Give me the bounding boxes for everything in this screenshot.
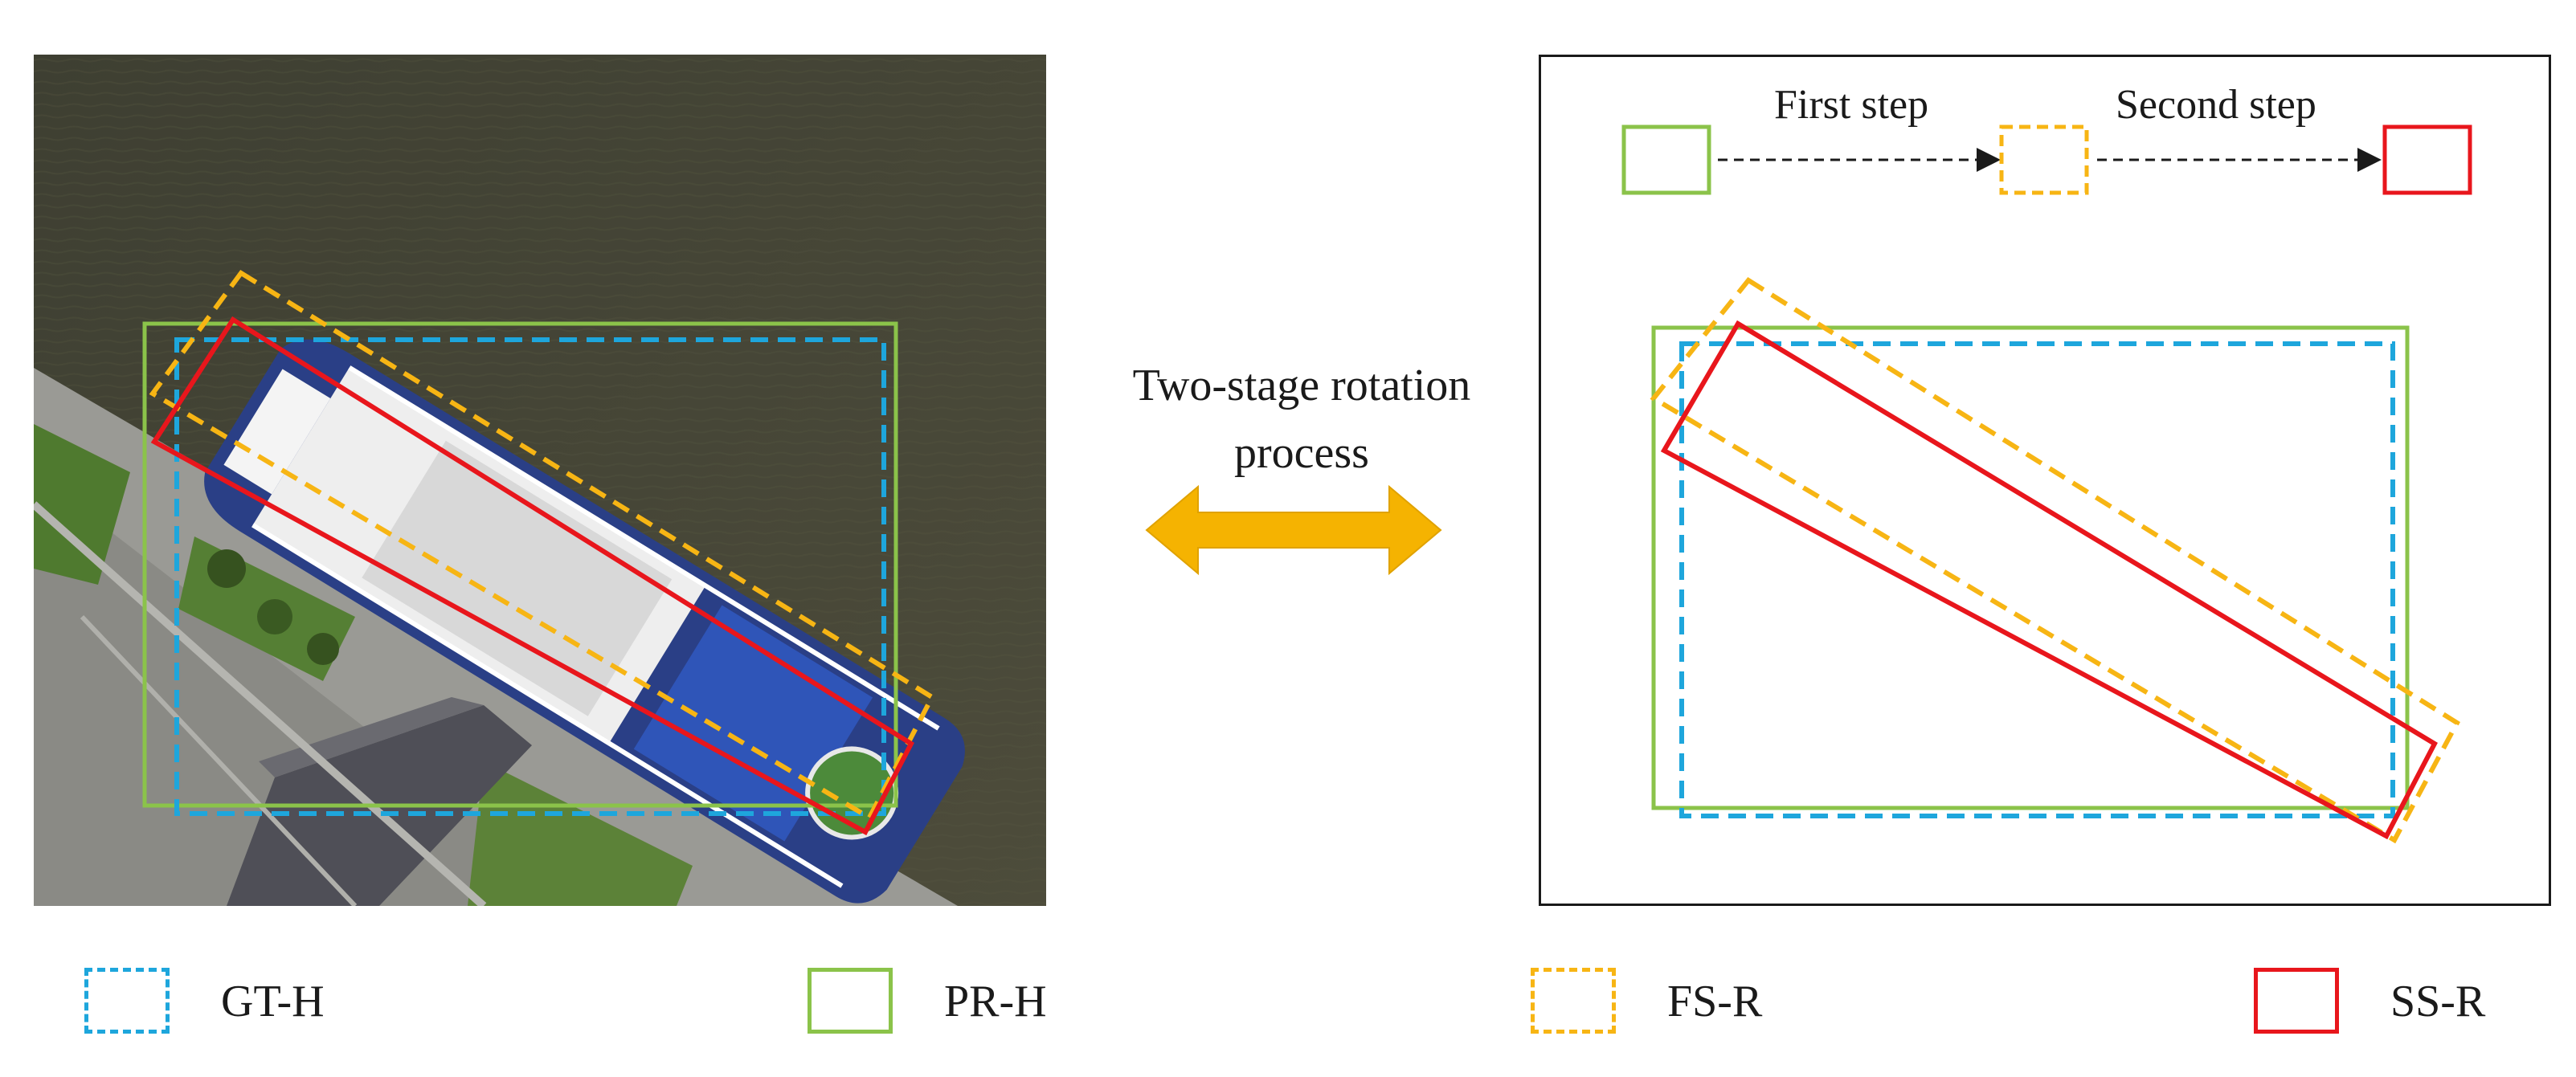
legend-fs-r-swatch — [1531, 968, 1616, 1034]
legend-ss-r-swatch — [2254, 968, 2339, 1034]
aerial-ship-image — [34, 55, 1046, 906]
first-step-label: First step — [1774, 82, 1929, 128]
legend-gt-h: GT-H — [84, 968, 325, 1040]
pr-h-box — [142, 321, 898, 808]
double-arrow-icon — [1145, 484, 1442, 576]
schematic-pr-h-box — [1651, 325, 2410, 810]
rotation-process-label: Two-stage rotation process — [1093, 352, 1511, 487]
schematic-ss-r-box — [1660, 320, 2438, 840]
gt-h-box — [174, 337, 886, 816]
schematic-fs-r-box — [1650, 277, 2460, 844]
grass-area — [34, 424, 130, 585]
legend-ss-r-label: SS-R — [2390, 977, 2486, 1026]
rotation-process-line-2: process — [1234, 428, 1369, 478]
step-red-box — [2382, 124, 2472, 195]
legend-pr-h-label: PR-H — [944, 977, 1047, 1026]
ss-r-box — [150, 316, 914, 836]
legend-fs-r: FS-R — [1531, 968, 1772, 1040]
legend-gt-h-label: GT-H — [221, 977, 325, 1026]
legend-gt-h-swatch — [84, 968, 170, 1034]
schematic-gt-h-box — [1679, 341, 2395, 818]
step-orange-box — [1999, 124, 2089, 195]
legend-pr-h: PR-H — [808, 968, 1049, 1040]
rotation-process-line-1: Two-stage rotation — [1132, 361, 1471, 410]
legend-pr-h-swatch — [808, 968, 893, 1034]
legend-ss-r: SS-R — [2254, 968, 2511, 1040]
legend-fs-r-label: FS-R — [1667, 977, 1763, 1026]
step-green-box — [1621, 124, 1711, 195]
second-step-label: Second step — [2116, 82, 2316, 128]
schematic-panel: First step Second step — [1539, 55, 2551, 906]
